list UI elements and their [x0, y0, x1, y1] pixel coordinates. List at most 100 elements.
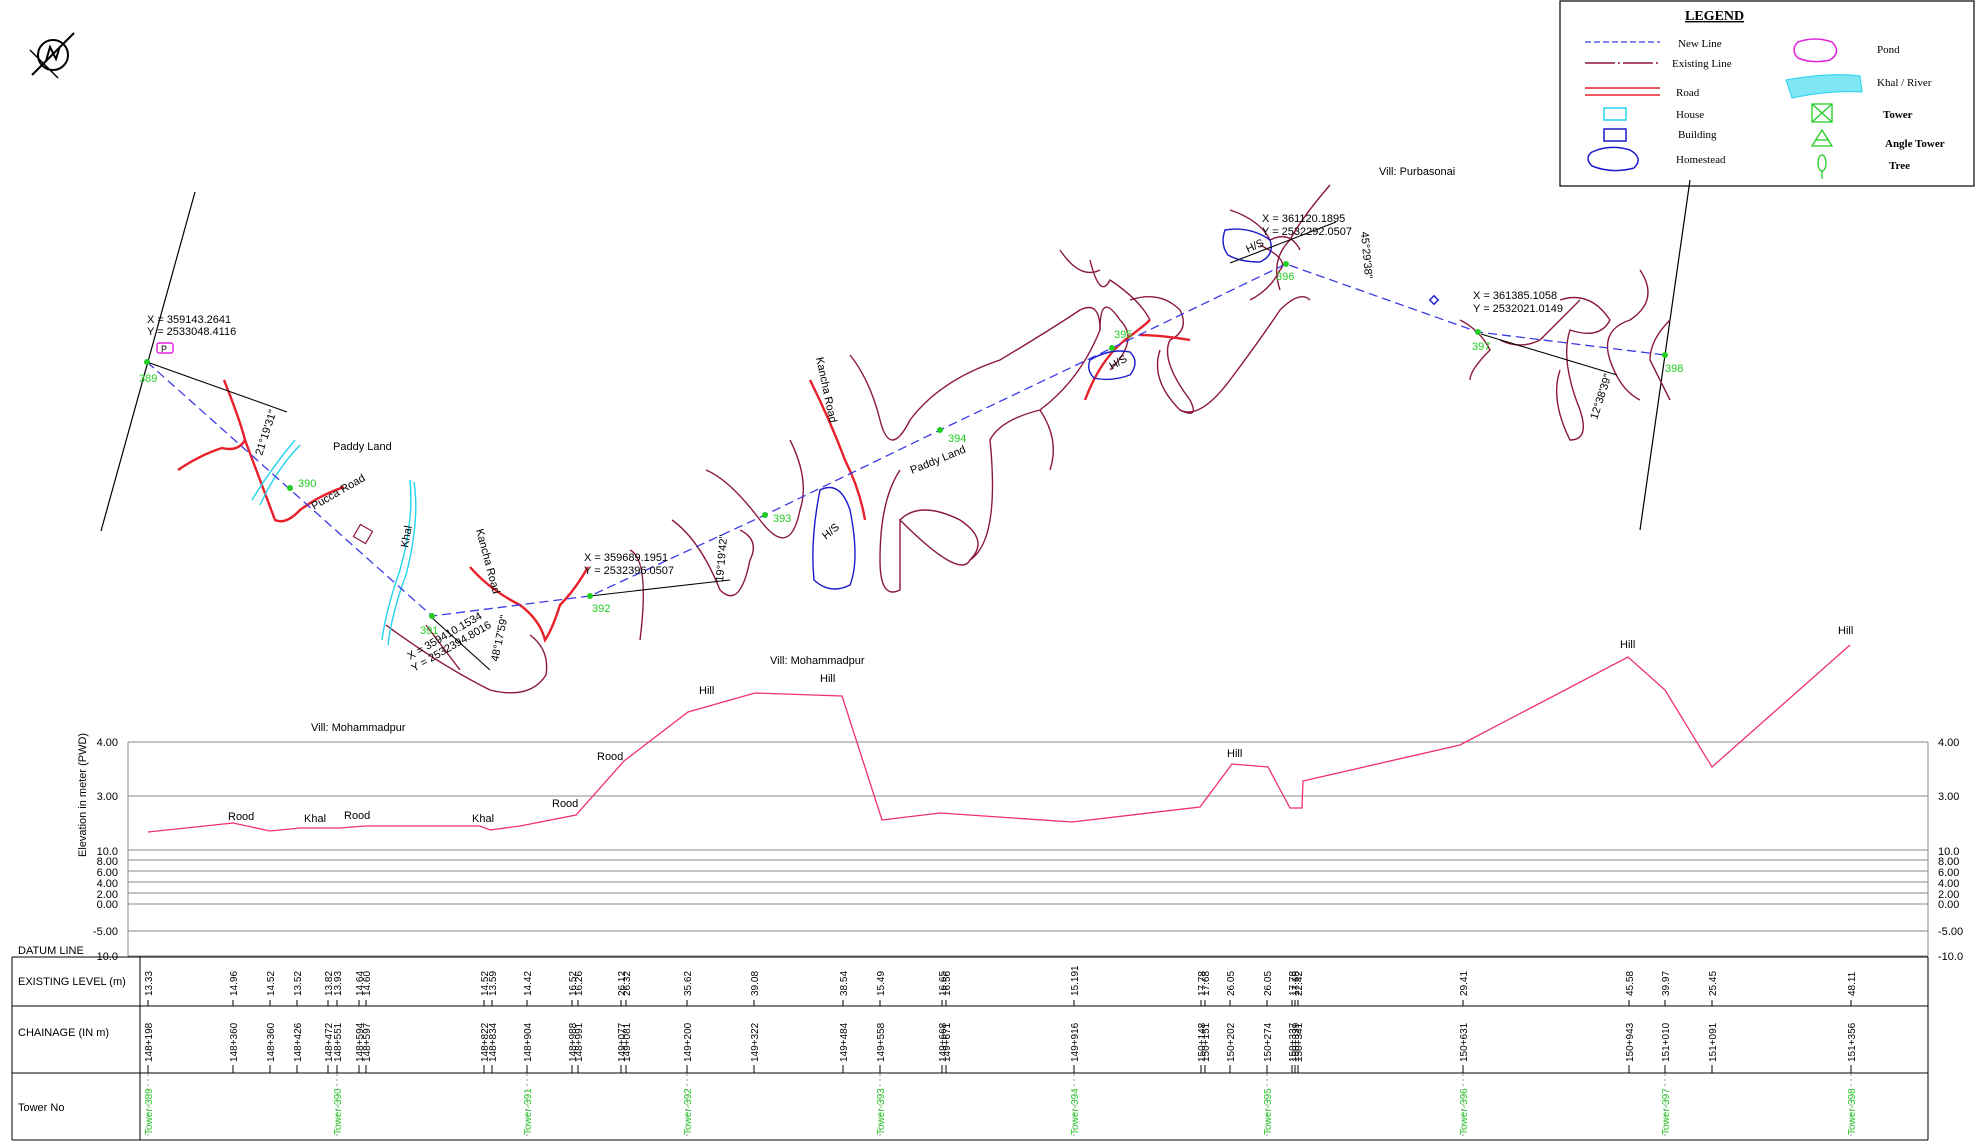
- y-tick-label: 4.00: [97, 878, 118, 890]
- existing-level-value: 16.52: [568, 971, 579, 996]
- existing-level-value: 14.52: [266, 971, 277, 996]
- svg-text:X = 361385.1058: X = 361385.1058: [1473, 290, 1557, 302]
- tower-marker: 389: [139, 359, 157, 385]
- roads: [177, 319, 1191, 643]
- profile-annotation: Rood: [552, 798, 578, 810]
- y-tick-label: -5.00: [93, 926, 118, 938]
- existing-level-value: 14.42: [523, 971, 534, 996]
- chainage-value: 149+668: [938, 1022, 949, 1062]
- existing-level-value: 13.59: [488, 971, 499, 996]
- tower-marker: 396: [1276, 261, 1294, 283]
- chainage-value: 150+148: [1197, 1022, 1208, 1062]
- chainage-value: 148+597: [362, 1022, 373, 1062]
- tower-marker: 398: [1662, 352, 1683, 375]
- profile-annotation: Hill: [699, 685, 714, 697]
- svg-text:X = 361120.1895: X = 361120.1895: [1262, 213, 1345, 225]
- new-line: [146, 263, 1666, 617]
- svg-text:48°17'59": 48°17'59": [489, 614, 511, 663]
- svg-text:391: 391: [420, 625, 438, 637]
- tower-number-label: Tower-391: [523, 1088, 534, 1135]
- tower-number-label: Tower-392: [683, 1088, 694, 1135]
- existing-level-value: 16.56: [942, 971, 953, 996]
- tower-number-label: Tower-389: [144, 1088, 155, 1135]
- existing-level-value: 14.60: [362, 971, 373, 996]
- chainage-value: 150+943: [1625, 1022, 1636, 1062]
- svg-text:Y = 2532292.0507: Y = 2532292.0507: [1262, 226, 1352, 238]
- svg-text:P: P: [161, 344, 167, 354]
- existing-level-value: 17.68: [1201, 971, 1212, 996]
- angle-lines: [146, 221, 1618, 671]
- tower-marker: 395: [1109, 329, 1132, 351]
- tower-marker: 391: [420, 613, 438, 637]
- existing-level-value: 17.78: [1197, 971, 1208, 996]
- svg-text:394: 394: [948, 433, 966, 445]
- angle-labels: 21°19'31" 48°17'59" 19°19'42" 45°29'38" …: [253, 231, 1614, 662]
- existing-level-value: 29.41: [1459, 971, 1470, 996]
- chainage-value: 151+091: [1708, 1022, 1719, 1062]
- chainage-value: 148+834: [488, 1022, 499, 1062]
- legend-label-homestead: Homestead: [1676, 154, 1726, 166]
- existing-level-value: 17.78: [1288, 971, 1299, 996]
- chainage-value: 149+322: [750, 1022, 761, 1062]
- chainage-row-label: CHAINAGE (IN m): [18, 1027, 109, 1039]
- svg-text:Y = 2533048.4116: Y = 2533048.4116: [147, 326, 236, 338]
- profile-annotation: Rood: [597, 751, 623, 763]
- legend-label-tower: Tower: [1883, 109, 1913, 121]
- chainage-value: 150+341: [1294, 1022, 1305, 1062]
- profile-table: [11, 956, 1929, 1141]
- tower-marker: 397: [1472, 329, 1490, 353]
- map-towers: 389 390 391 392 393 394 395 396 397 398: [139, 261, 1683, 637]
- existing-level-value: 26.32: [622, 971, 633, 996]
- chainage-value: 148+426: [293, 1022, 304, 1062]
- y-tick-label: 4.00: [1938, 878, 1959, 890]
- tower-number-label: Tower-394: [1070, 1088, 1081, 1135]
- existing-level-value: 45.58: [1625, 971, 1636, 996]
- tower-number-label: Tower-397: [1661, 1088, 1672, 1135]
- y-tick-label: 0.00: [97, 899, 118, 911]
- legend-label-new-line: New Line: [1678, 38, 1722, 50]
- y-tick-label: 6.00: [97, 867, 118, 879]
- existing-level-value: 13.33: [144, 971, 155, 996]
- svg-text:X = 359689.1951: X = 359689.1951: [584, 552, 668, 564]
- svg-text:45°29'38": 45°29'38": [1358, 231, 1374, 279]
- tower-number-label: Tower-398: [1847, 1088, 1858, 1135]
- pond-icon: [1793, 38, 1838, 63]
- chainage-value: 148+991: [574, 1022, 585, 1062]
- profile-section: Elevation in meter (PWD) DATUM LINE 4.00…: [11, 625, 1963, 1141]
- khal-icon: [1785, 74, 1863, 99]
- homestead-label: H/S: [1108, 353, 1130, 373]
- map-labels: Paddy Land Pucca Road Khal Kancha Road K…: [310, 166, 1456, 734]
- existing-level-value: 16.65: [938, 971, 949, 996]
- chainage-value: 150+631: [1459, 1022, 1470, 1062]
- y-tick-label: 10.0: [1938, 846, 1959, 858]
- svg-text:395: 395: [1114, 329, 1132, 341]
- north-arrow-icon: [29, 32, 75, 79]
- chainage-value: 149+081: [622, 1022, 633, 1062]
- existing-level-value: 26.05: [1226, 971, 1237, 996]
- chainage-value: 150+339: [1291, 1022, 1302, 1062]
- existing-level-value: 16.26: [574, 971, 585, 996]
- chainage-value: 148+198: [144, 1022, 155, 1062]
- legend: LEGEND New Line Existing Line Road House…: [1559, 0, 1975, 187]
- tower-marker: 393: [762, 512, 791, 525]
- existing-level-value: 22.42: [1294, 971, 1305, 996]
- tower-marker: 392: [587, 593, 610, 615]
- chainage-value: 150+202: [1226, 1022, 1237, 1062]
- paddy-land-label: Paddy Land: [333, 441, 392, 453]
- existing-level-value: 39.97: [1661, 971, 1672, 996]
- profile-annotation: Hill: [1620, 639, 1635, 651]
- homestead-label: H/S: [820, 521, 842, 542]
- y-tick-label: 4.00: [1938, 737, 1959, 749]
- svg-text:X = 359143.2641: X = 359143.2641: [147, 314, 231, 326]
- svg-text:Y = 2532021.0149: Y = 2532021.0149: [1473, 303, 1563, 315]
- svg-text:393: 393: [773, 513, 791, 525]
- chainage-value: 149+558: [876, 1022, 887, 1062]
- chainage-value: 151+356: [1847, 1022, 1858, 1062]
- y-tick-label: -5.00: [1938, 926, 1963, 938]
- svg-text:390: 390: [298, 478, 316, 490]
- khal: [251, 439, 417, 646]
- y-tick-label: 0.00: [1938, 899, 1959, 911]
